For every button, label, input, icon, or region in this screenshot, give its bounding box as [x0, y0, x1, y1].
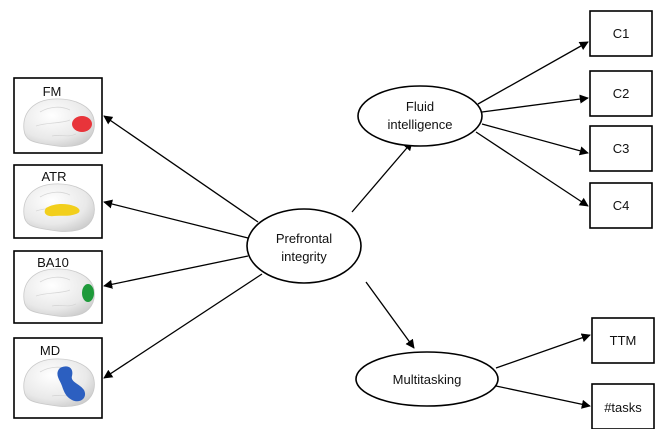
prefrontal-label-line2: integrity	[281, 249, 327, 264]
tract-atr: ATR	[13, 164, 103, 239]
multitasking-ellipse	[355, 351, 499, 407]
fluid-label-line2: intelligence	[387, 117, 452, 132]
edge-fluid-c4	[475, 131, 589, 207]
multitasking-indicators: TTM #tasks	[591, 317, 655, 429]
latent-fluid: Fluid intelligence	[357, 85, 483, 147]
edge-prefrontal-md	[103, 273, 263, 379]
edge-multitasking-ttm	[495, 333, 591, 369]
edge-prefrontal-atr	[103, 199, 249, 239]
latent-multitasking: Multitasking	[355, 351, 499, 407]
prefrontal-integrity-ellipse	[246, 208, 362, 284]
indicator-box-c4	[589, 182, 653, 229]
indicator-label-ttm: TTM	[610, 333, 637, 348]
multitasking-label: Multitasking	[393, 372, 462, 387]
fluid-indicators: C1 C2 C3 C4	[589, 10, 653, 229]
edge-prefrontal-ba10	[103, 255, 249, 289]
tract-ba10: BA10	[13, 250, 103, 324]
fluid-label-line1: Fluid	[406, 99, 434, 114]
brain-icon	[23, 268, 95, 317]
anterior-thalamic-radiation-region-icon	[44, 203, 80, 217]
indicator-box-c2	[589, 70, 653, 117]
indicator-box-tasks	[591, 383, 655, 429]
latent-prefrontal: Prefrontal integrity	[246, 208, 362, 284]
edges	[103, 41, 591, 409]
fluid-intelligence-ellipse	[357, 85, 483, 147]
indicator-label-c2: C2	[613, 86, 630, 101]
indicator-label-c4: C4	[613, 198, 630, 213]
medial-dorsal-region-icon	[57, 366, 86, 402]
prefrontal-label-line1: Prefrontal	[276, 231, 332, 246]
indicator-label-c1: C1	[613, 26, 630, 41]
edge-fluid-c1	[477, 41, 589, 105]
indicator-label-c3: C3	[613, 141, 630, 156]
indicator-label-tasks: #tasks	[604, 400, 642, 415]
tract-md: MD	[13, 337, 103, 419]
edge-fluid-c3	[481, 123, 589, 156]
indicator-box-ttm	[591, 317, 655, 364]
tract-label-md: MD	[40, 343, 60, 358]
indicator-box-c3	[589, 125, 653, 172]
tract-fm: FM	[13, 77, 103, 154]
tract-label-atr: ATR	[41, 169, 66, 184]
ba10-region-icon	[82, 284, 94, 302]
indicator-box-c1	[589, 10, 653, 57]
brain-icon	[23, 98, 95, 147]
frontal-minor-region-icon	[72, 116, 92, 132]
tract-label-fm: FM	[43, 84, 62, 99]
edge-prefrontal-fluid	[351, 141, 413, 213]
brain-icon	[23, 358, 95, 407]
edge-multitasking-tasks	[495, 385, 591, 409]
edge-fluid-c2	[481, 94, 589, 113]
tract-label-ba10: BA10	[37, 255, 69, 270]
edge-prefrontal-multitasking	[365, 281, 415, 349]
edge-prefrontal-fm	[103, 115, 259, 223]
